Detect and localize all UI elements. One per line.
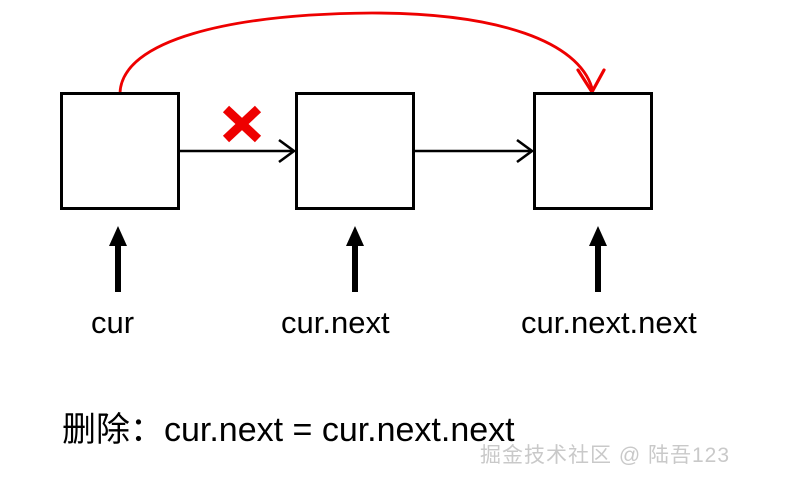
pointer-arrow-curnext [346,226,364,292]
pointer-label-cur-next-next: cur.next.next [521,305,697,340]
diagram-caption: 删除：cur.next = cur.next.next [62,411,515,449]
link-cur-to-curnext [180,138,297,164]
pointer-label-cur: cur [91,305,135,340]
pointer-arrow-curnextnext [589,226,607,292]
watermark-text: 掘金技术社区 @ 陆吾123 [480,444,731,467]
link-curnext-to-curnextnext [415,138,535,164]
new-link-red-curved-arrow [118,11,606,95]
node-box-cur [60,92,180,210]
x-mark-icon [222,105,262,143]
node-box-cur-next [295,92,415,210]
pointer-label-cur-next: cur.next [281,305,390,340]
node-box-cur-next-next [533,92,653,210]
pointer-arrow-cur [109,226,127,292]
